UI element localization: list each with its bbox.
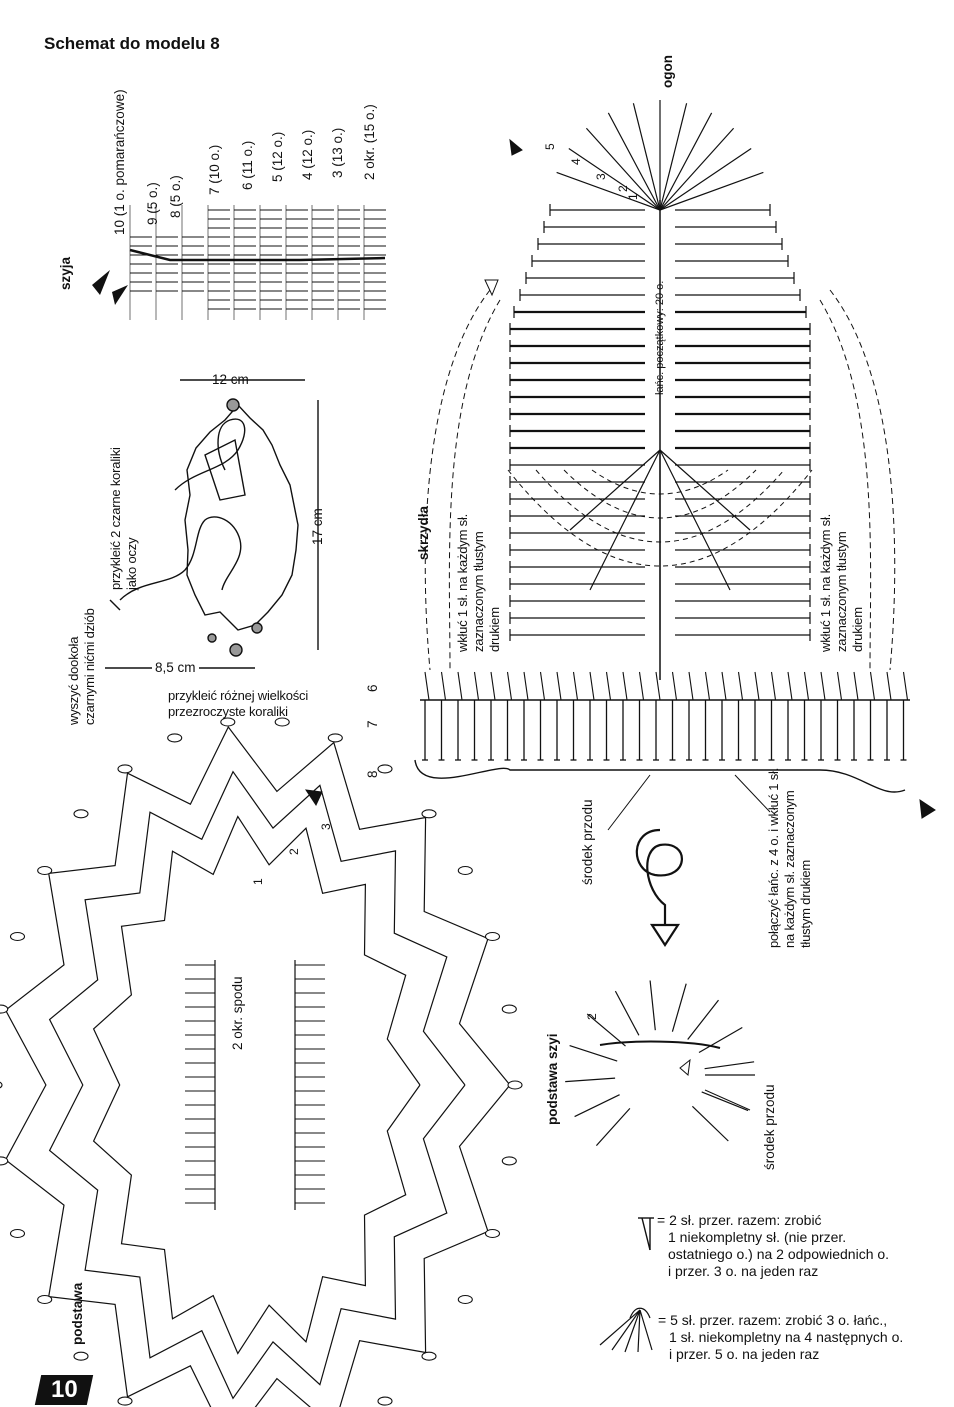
tail-row-2: 2 bbox=[616, 185, 630, 192]
base-row-1: 1 bbox=[251, 878, 265, 885]
neck-chart bbox=[92, 205, 386, 320]
wings-section-label: skrzydła bbox=[416, 505, 431, 560]
wing-row-8: 8 bbox=[365, 770, 380, 778]
neck-row-label: 9 (5 o.) bbox=[145, 182, 160, 225]
tail-row-5: 5 bbox=[543, 143, 557, 150]
neck-width-dimension: 8,5 cm bbox=[152, 660, 199, 676]
width-dimension: 12 cm bbox=[212, 372, 249, 387]
chain-note: łańc. początkowy: 20 o. bbox=[654, 280, 666, 395]
tail-row-1: 1 bbox=[626, 193, 640, 200]
neck-section-label: szyja bbox=[58, 256, 73, 290]
neck-row-label: 3 (13 o.) bbox=[330, 127, 345, 178]
neck-row-label: 7 (10 o.) bbox=[207, 144, 222, 195]
neck-base-section-label: podstawa szyi bbox=[545, 1033, 560, 1125]
eyes-note: przykleić 2 czarne koraliki jako oczy bbox=[108, 447, 139, 590]
neck-row-label: 5 (12 o.) bbox=[270, 131, 285, 182]
base-row-2: 2 bbox=[287, 848, 301, 855]
tail-section-label: ogon bbox=[660, 55, 675, 88]
insert-note-right: wkłuć 1 sł. na każdym sł. zaznaczonym tł… bbox=[818, 513, 865, 652]
page-number: 10 bbox=[34, 1375, 94, 1405]
base-section-label: podstawa bbox=[70, 1282, 85, 1345]
legend-decrease-icon bbox=[638, 1217, 654, 1251]
page-title: Schemat do modelu 8 bbox=[44, 34, 220, 53]
neck-base-chart bbox=[565, 980, 755, 1147]
flow-arrow-icon bbox=[635, 828, 683, 948]
wing-tail-chart bbox=[414, 100, 936, 831]
legend-cluster-icon bbox=[599, 1307, 653, 1353]
insert-note-left: wkłuć 1 sł. na każdym sł. zaznaczonym tł… bbox=[455, 513, 502, 652]
neck-row-label: 6 (11 o.) bbox=[240, 140, 255, 190]
tail-row-4: 4 bbox=[569, 158, 583, 165]
neck-row-label: 4 (12 o.) bbox=[300, 129, 315, 180]
swan-illustration bbox=[105, 379, 319, 669]
neck-row-label: 2 okr. (15 o.) bbox=[362, 104, 377, 180]
wing-row-7: 7 bbox=[365, 720, 380, 728]
neck-base-row-2: 2 bbox=[585, 1013, 599, 1020]
neck-row-label: 8 (5 o.) bbox=[168, 175, 183, 218]
base-row-3: 3 bbox=[319, 823, 333, 830]
base-rounds-label: 2 okr. spodu bbox=[230, 976, 245, 1050]
base-chart bbox=[0, 717, 523, 1407]
height-dimension: 17 cm bbox=[310, 508, 325, 545]
wing-row-6: 6 bbox=[365, 684, 380, 692]
beads-note: przykleić różnej wielkości przezroczyste… bbox=[168, 688, 309, 719]
legend-decrease: = 2 sł. przer. razem: zrobić 1 niekomple… bbox=[657, 1212, 890, 1279]
join-note: połączyć łańc. z 4 o. i wkłuć 1 sł. na k… bbox=[766, 767, 813, 948]
beak-note: wyszyć dookoła czarnymi nićmi dziób bbox=[66, 608, 97, 725]
legend-cluster: = 5 sł. przer. razem: zrobić 3 o. łańc.,… bbox=[658, 1312, 904, 1362]
tail-row-3: 3 bbox=[594, 173, 608, 180]
neck-base-front-label: środek przodu bbox=[762, 1084, 777, 1170]
front-center-label: środek przodu bbox=[580, 799, 595, 885]
neck-row-label: 10 (1 o. pomarańczowe) bbox=[112, 89, 127, 235]
